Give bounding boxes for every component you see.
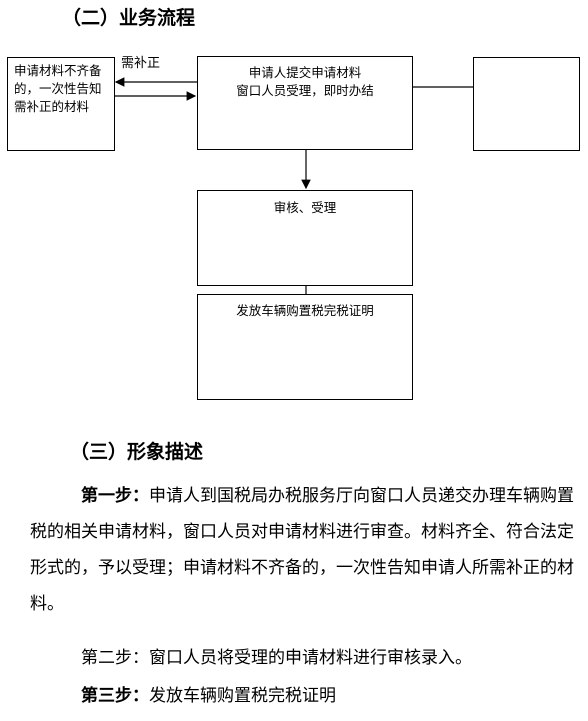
step3-text: 发放车辆购置税完税证明 — [149, 686, 336, 706]
issue-certificate-box: 发放车辆购置税完税证明 — [197, 294, 413, 400]
step2-paragraph: 第二步：窗口人员将受理的申请材料进行审核录入。 — [81, 648, 472, 668]
step1-text: 申请人到国税局办税服务厅向窗口人员递交办理车辆购置税的相关申请材料，窗口人员对申… — [30, 486, 574, 614]
step1-paragraph: 第一步：申请人到国税局办税服务厅向窗口人员递交办理车辆购置税的相关申请材料，窗口… — [30, 478, 582, 622]
section2-heading: （二）业务流程 — [62, 7, 196, 29]
supplement-note: 需补正 — [121, 56, 161, 71]
section3-heading: （三）形象描述 — [70, 441, 204, 463]
step3-paragraph: 第三步：发放车辆购置税完税证明 — [30, 678, 582, 714]
empty-right-box — [473, 57, 580, 151]
step3-label: 第三步： — [81, 686, 149, 706]
step1-label: 第一步： — [81, 486, 149, 506]
submit-materials-box: 申请人提交申请材料 窗口人员受理，即时办结 — [197, 56, 413, 150]
review-accept-box: 审核、受理 — [197, 190, 413, 286]
incomplete-materials-box: 申请材料不齐备的，一次性告知需补正的材料 — [7, 57, 115, 151]
flowchart-connectors — [114, 77, 473, 294]
